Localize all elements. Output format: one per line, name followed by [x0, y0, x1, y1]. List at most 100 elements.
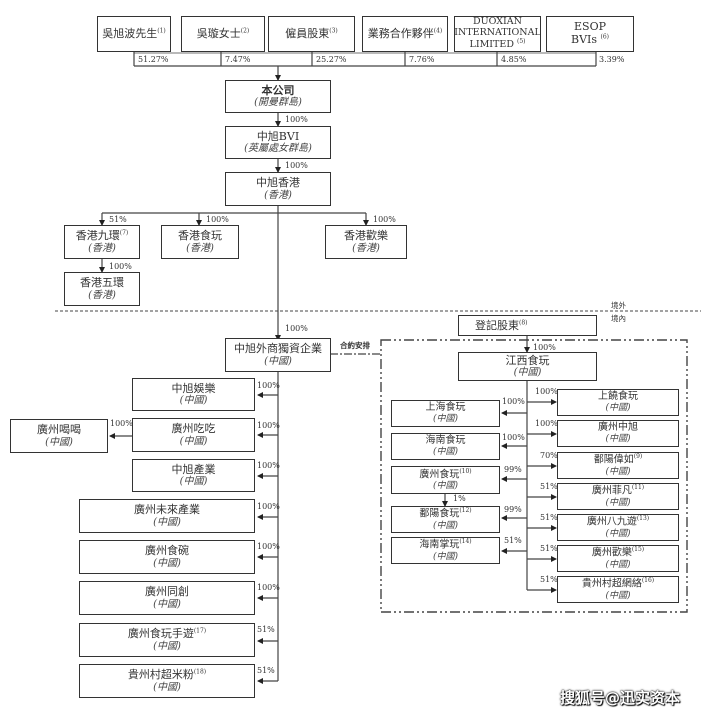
ownership-pct: 51% [109, 215, 127, 224]
footnote-ref: (12) [459, 507, 472, 515]
entity-name: 香港歡樂 [344, 229, 388, 243]
ownership-pct: 100% [285, 161, 308, 170]
shareholder-name: 吳璇女士 [196, 27, 241, 41]
registered-shareholders-box: 登記股東(8) [458, 315, 597, 336]
entity-location: (中國) [179, 476, 208, 488]
entity-location: (香港) [88, 242, 116, 254]
entity-box: 廣州八九遊(13) (中國) [557, 514, 679, 541]
entity-location: (中國) [605, 528, 631, 539]
ownership-pct: 100% [535, 419, 558, 428]
ownership-pct: 51% [540, 482, 558, 491]
entity-name: 中旭娛樂 [171, 381, 216, 395]
footnote-ref: (17) [193, 627, 207, 635]
entity-location: (香港) [186, 242, 214, 254]
entity-name: 中旭產業 [171, 462, 216, 476]
entity-location: (中國) [153, 681, 181, 693]
ownership-pct: 100% [257, 583, 280, 592]
entity-box: 廣州中旭 (中國) [557, 420, 679, 447]
entity-location: (中國) [605, 590, 631, 601]
watermark: 搜狐号@迅实资本 [560, 689, 681, 707]
entity-location: (中國) [153, 557, 181, 569]
ownership-pct: 100% [373, 215, 396, 224]
entity-box: 廣州喝喝 (中國) [10, 419, 108, 453]
shareholder-name-line: DUOXIAN [473, 16, 522, 28]
ownership-pct: 99% [504, 505, 522, 514]
entity-name: 貴州村超網絡 [581, 578, 642, 590]
entity-name: 中旭香港 [256, 176, 300, 190]
shareholder-name: 業務合作夥伴 [367, 27, 434, 41]
contract-arrangement-label: 合約安排 [340, 341, 370, 350]
entity-name: 海南掌玩 [419, 539, 460, 551]
entity-box: 廣州菲凡(11) (中國) [557, 483, 679, 510]
entity-name: 廣州吃吃 [171, 422, 216, 436]
ownership-pct: 100% [257, 421, 280, 430]
footnote-ref: (14) [459, 538, 472, 546]
ownership-pct: 100% [535, 387, 558, 396]
entity-name: 廣州歡樂 [591, 547, 632, 559]
ownership-pct: 25.27% [316, 55, 347, 64]
entity-box: 鄱陽食玩(12) (中國) [391, 506, 500, 533]
shareholder-name: 僱員股東 [285, 27, 330, 41]
entity-name: 鄱陽偉如 [593, 454, 634, 466]
entity-name: 中旭BVI [256, 129, 300, 143]
entity-box: 海南掌玩(14) (中國) [391, 537, 500, 564]
ownership-pct: 100% [257, 381, 280, 390]
footnote-ref: (15) [631, 546, 645, 554]
entity-name: 廣州未來產業 [134, 503, 200, 517]
entity-location: (中國) [45, 436, 73, 448]
entity-box: 海南食玩 (中國) [391, 433, 500, 460]
footnote-ref: (4) [433, 27, 443, 35]
footnote-ref: (8) [519, 319, 528, 327]
entity-box: 廣州食玩(10) (中國) [391, 466, 500, 494]
entity-location: (中國) [605, 497, 631, 508]
entity-location: (中國) [432, 481, 459, 492]
entity-location: (中國) [153, 640, 181, 652]
entity-name: 廣州菲凡 [591, 485, 632, 497]
entity-name: 貴州村超米粉 [127, 668, 194, 682]
shareholder-name-line: INTERNATIONAL [454, 26, 541, 38]
footnote-ref: (6) [600, 33, 610, 41]
entity-box: 貴州村超米粉(18) (中國) [79, 664, 255, 698]
entity-location: (中國) [432, 447, 459, 458]
entity-name: 海南食玩 [425, 435, 466, 447]
shareholder-box: 吳旭波先生(1) [97, 16, 171, 52]
ownership-pct: 100% [257, 542, 280, 551]
bvi-box: 中旭BVI (英屬處女群島) [225, 126, 331, 159]
entity-box: 香港食玩 (香港) [161, 225, 239, 259]
entity-box: 香港五環 (香港) [64, 272, 140, 306]
entity-box: 廣州食碗 (中國) [79, 540, 255, 574]
ownership-pct: 100% [110, 419, 133, 428]
shareholder-box: 業務合作夥伴(4) [362, 16, 448, 52]
entity-name: 本公司 [261, 83, 295, 97]
ownership-pct: 4.85% [501, 55, 527, 64]
entity-location: (中國) [513, 367, 542, 379]
entity-box: 廣州吃吃 (中國) [132, 418, 255, 452]
onshore-label: 境內 [611, 314, 626, 323]
shareholder-name-line: ESOP [574, 20, 606, 34]
entity-name: 登記股東 [475, 318, 519, 332]
entity-box: 上饒食玩 (中國) [557, 389, 679, 416]
entity-box: 貴州村超網絡(16) (中國) [557, 576, 679, 603]
ownership-pct: 99% [504, 465, 522, 474]
footnote-ref: (13) [636, 515, 650, 523]
ownership-pct: 51% [257, 625, 275, 634]
ownership-pct: 7.76% [409, 55, 435, 64]
ownership-pct: 100% [285, 115, 308, 124]
entity-location: (中國) [432, 414, 459, 425]
ownership-pct: 7.47% [225, 55, 251, 64]
entity-box: 香港歡樂 (香港) [325, 225, 407, 259]
wfoe-box: 中旭外商獨資企業 (中國) [225, 338, 331, 372]
entity-location: (中國) [432, 520, 459, 531]
entity-location: (中國) [153, 516, 181, 528]
entity-name: 江西食玩 [505, 353, 550, 367]
entity-name: 廣州八九遊 [586, 516, 637, 528]
entity-box: 廣州同創 (中國) [79, 581, 255, 615]
shareholder-name-line: LIMITED [469, 39, 514, 51]
entity-box: 香港九環(7) (香港) [64, 225, 140, 259]
footnote-ref: (18) [193, 668, 207, 676]
offshore-label: 境外 [611, 301, 626, 310]
ownership-pct: 1% [453, 494, 466, 503]
footnote-ref: (16) [641, 577, 655, 585]
shareholder-box: ESOP BVIs (6) [546, 16, 634, 52]
entity-location: (開曼群島) [254, 97, 302, 109]
